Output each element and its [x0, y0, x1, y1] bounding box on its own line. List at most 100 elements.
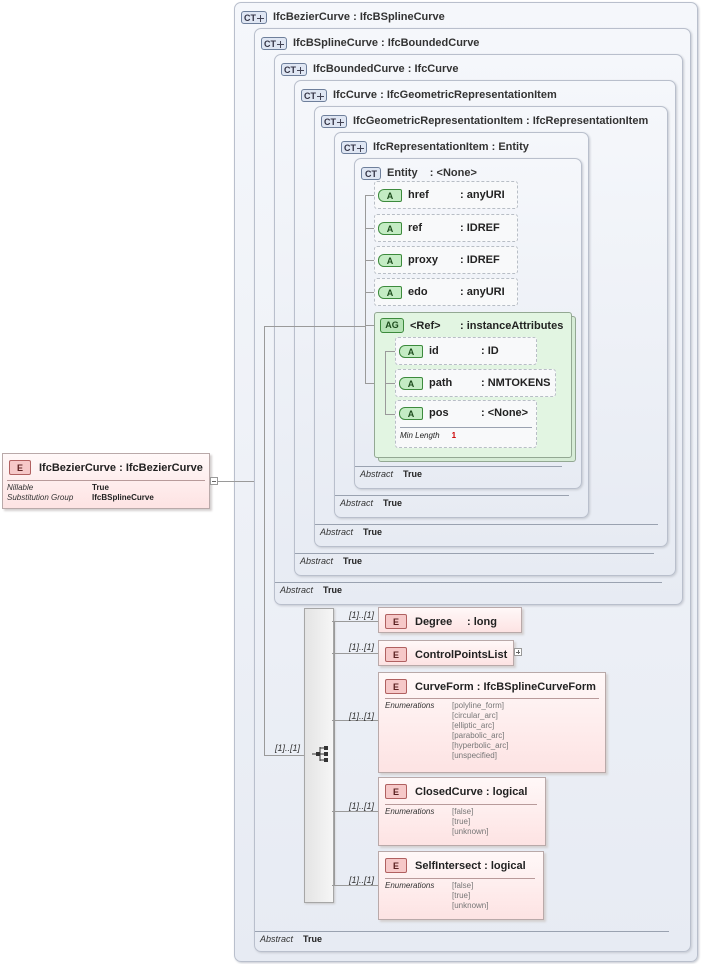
complex-type-name: IfcCurve — [333, 89, 378, 101]
expand-toggle-icon[interactable] — [514, 648, 522, 656]
attribute-group-type: instanceAttributes — [466, 319, 564, 332]
complex-type-name: IfcGeometricRepresentationItem — [353, 115, 523, 127]
divider — [385, 878, 535, 879]
element-badge-icon: E — [9, 460, 31, 475]
attribute-ref[interactable]: A ref: IDREF — [374, 214, 518, 242]
enumeration-value: [true] — [452, 891, 471, 900]
connector-line — [385, 383, 399, 384]
element-type: IfcBSplineCurveForm — [483, 680, 596, 693]
connector-line — [365, 195, 366, 383]
attribute-badge-icon: A — [399, 344, 423, 358]
connector-line — [332, 720, 378, 721]
complex-type-base: IfcGeometricRepresentationItem — [386, 89, 557, 101]
element-multiplicity: [1]..[1] — [349, 610, 375, 620]
element-name: ControlPointsList — [415, 648, 508, 661]
enumeration-value: [false] — [452, 881, 474, 890]
element-selfintersect[interactable]: E SelfIntersect : logical Enumerations [… — [378, 851, 544, 920]
attribute-group-badge-icon: AG — [380, 318, 404, 333]
enumeration-value: [polyline_form] — [452, 701, 505, 710]
element-type: IfcBezierCurve — [125, 461, 203, 474]
enumeration-value: [parabolic_arc] — [452, 731, 505, 740]
complex-type-base: Entity — [498, 141, 529, 153]
sequence-multiplicity: [1]..[1] — [275, 743, 301, 753]
divider — [355, 466, 562, 467]
divider — [400, 427, 532, 428]
connector-line — [332, 621, 378, 622]
complex-type-badge-icon: CT — [241, 10, 267, 24]
element-name: SelfIntersect — [415, 859, 482, 872]
connector-line — [365, 195, 379, 196]
element-controlpointslist[interactable]: E ControlPointsList — [378, 640, 514, 666]
divider — [7, 480, 205, 481]
element-badge-icon: E — [385, 858, 407, 873]
element-badge-icon: E — [385, 647, 407, 662]
attribute-badge-icon: A — [399, 376, 423, 390]
connector-line — [332, 885, 378, 886]
complex-type-base: IfcRepresentationItem — [532, 115, 649, 127]
element-closedcurve[interactable]: E ClosedCurve : logical Enumerations [fa… — [378, 777, 546, 846]
element-badge-icon: E — [385, 614, 407, 629]
attribute-href[interactable]: A href: anyURI — [374, 181, 518, 209]
attribute-name: edo — [408, 286, 428, 298]
attribute-edo[interactable]: A edo: anyURI — [374, 278, 518, 306]
connector-line — [332, 811, 378, 812]
attribute-type: anyURI — [466, 189, 505, 201]
divider — [385, 698, 599, 699]
attribute-badge-icon: A — [399, 407, 423, 420]
attribute-name: pos — [429, 407, 449, 419]
attribute-badge-icon: A — [378, 285, 402, 299]
facet-label: Min Length — [400, 431, 440, 440]
attribute-badge-icon: A — [378, 188, 402, 202]
connector-line — [234, 481, 254, 482]
divider — [385, 804, 537, 805]
element-multiplicity: [1]..[1] — [349, 875, 375, 885]
complex-type-name: IfcRepresentationItem — [373, 141, 489, 153]
attribute-type: NMTOKENS — [487, 377, 551, 389]
complex-type-base: IfcCurve — [414, 63, 459, 75]
complex-type-badge-icon: CT — [281, 62, 307, 76]
complex-type-base: <None> — [436, 167, 477, 179]
divider — [255, 931, 669, 932]
element-degree[interactable]: E Degree: long — [378, 607, 522, 633]
root-element-ifcbeziercurve[interactable]: E IfcBezierCurve : IfcBezierCurve Nillab… — [2, 453, 210, 509]
facet-value: 1 — [451, 431, 457, 440]
complex-type-badge-icon: CT — [341, 140, 367, 154]
complex-type-name: Entity — [387, 167, 418, 179]
connector-line — [334, 621, 335, 885]
divider — [315, 524, 658, 525]
attribute-name: href — [408, 189, 429, 201]
element-badge-icon: E — [385, 784, 407, 799]
attribute-path[interactable]: A path: NMTOKENS — [395, 369, 556, 397]
connector-line — [385, 351, 399, 352]
complex-type-badge-icon: CT — [321, 114, 347, 128]
attribute-id[interactable]: A id: ID — [395, 337, 537, 365]
attribute-name: proxy — [408, 254, 438, 266]
complex-type-name: IfcBoundedCurve — [313, 63, 405, 75]
connector-line — [264, 326, 265, 755]
element-type: logical — [490, 859, 526, 872]
complex-type-base: IfcBoundedCurve — [387, 37, 480, 49]
enumeration-list: [polyline_form] [circular_arc] [elliptic… — [452, 701, 508, 761]
connector-line — [264, 326, 365, 327]
enumeration-list: [false] [true] [unknown] — [452, 807, 488, 837]
complex-type-badge-icon: CT — [261, 36, 287, 50]
enumeration-value: [unknown] — [452, 901, 489, 910]
attribute-type: ID — [487, 345, 499, 357]
collapse-toggle-icon[interactable] — [210, 477, 218, 485]
divider — [335, 495, 569, 496]
enumerations-label: Enumerations — [385, 701, 435, 710]
element-name: Degree — [415, 615, 453, 628]
element-curveform[interactable]: E CurveForm : IfcBSplineCurveForm Enumer… — [378, 672, 606, 773]
element-type: logical — [492, 785, 528, 798]
attribute-proxy[interactable]: A proxy: IDREF — [374, 246, 518, 274]
element-name: ClosedCurve — [415, 785, 483, 798]
connector-line — [365, 292, 379, 293]
